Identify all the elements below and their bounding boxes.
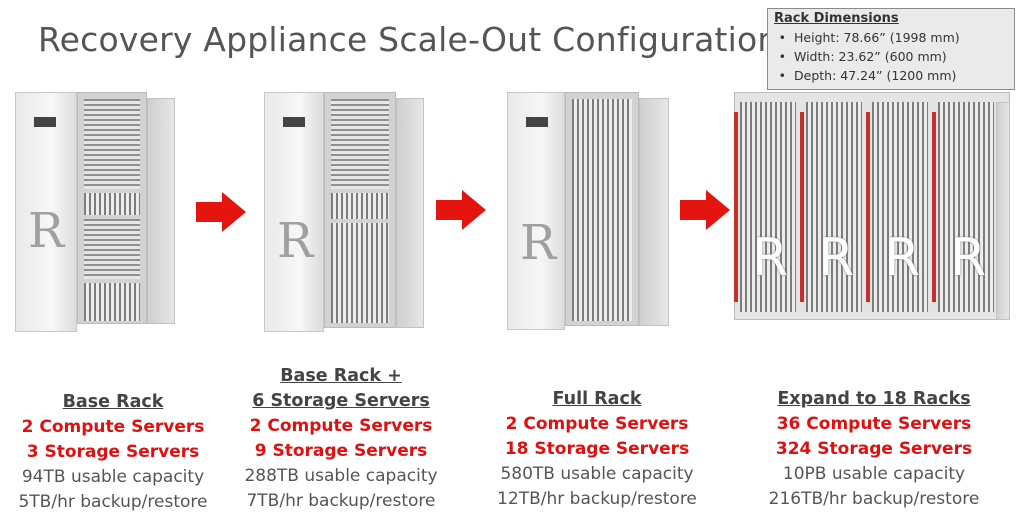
compute-servers: 2 Compute Servers	[505, 414, 689, 434]
usable-capacity: 94TB usable capacity	[21, 467, 205, 487]
config-heading: Full Rack	[552, 389, 642, 409]
usable-capacity: 288TB usable capacity	[244, 466, 438, 486]
compute-servers: 2 Compute Servers	[249, 416, 433, 436]
rack-dimensions-header: Rack Dimensions	[774, 11, 899, 26]
rack-dimensions-box: Rack Dimensions Height: 78.66” (1998 mm)…	[767, 8, 1015, 90]
right-arrow-icon	[196, 192, 246, 232]
dimension-width: Width: 23.62” (600 mm)	[794, 47, 1008, 66]
backup-restore-rate: 5TB/hr backup/restore	[18, 492, 208, 512]
backup-restore-rate: 216TB/hr backup/restore	[768, 489, 980, 509]
backup-restore-rate: 12TB/hr backup/restore	[497, 489, 697, 509]
base-rack-image: R	[15, 92, 175, 332]
config-base-rack-plus: Base Rack + 6 Storage Servers 2 Compute …	[228, 364, 454, 514]
rack-body	[324, 92, 396, 328]
config-heading: Base Rack +	[280, 366, 402, 386]
rack-door: R	[507, 92, 565, 330]
compute-servers: 36 Compute Servers	[776, 414, 972, 434]
rack-body	[77, 92, 147, 324]
usable-capacity: 580TB usable capacity	[500, 464, 694, 484]
config-base-rack: Base Rack 2 Compute Servers 3 Storage Se…	[0, 390, 226, 515]
rack-dimensions-list: Height: 78.66” (1998 mm) Width: 23.62” (…	[774, 28, 1008, 85]
rack-door: R	[15, 92, 77, 332]
dimension-height: Height: 78.66” (1998 mm)	[794, 28, 1008, 47]
config-full-rack: Full Rack 2 Compute Servers 18 Storage S…	[482, 387, 712, 512]
rack-door: R	[264, 92, 324, 332]
config-heading-line2: 6 Storage Servers	[252, 391, 430, 411]
right-arrow-icon	[680, 190, 730, 230]
storage-servers: 3 Storage Servers	[26, 442, 200, 462]
storage-servers: 324 Storage Servers	[775, 439, 973, 459]
rack-body	[565, 92, 639, 326]
page-title: Recovery Appliance Scale-Out Configurati…	[38, 20, 779, 59]
config-heading: Expand to 18 Racks	[777, 389, 971, 409]
base-rack-plus-image: R	[264, 92, 424, 332]
expanded-racks-image: R R R R	[734, 92, 1010, 320]
right-arrow-icon	[436, 190, 486, 230]
dimension-depth: Depth: 47.24” (1200 mm)	[794, 66, 1008, 85]
storage-servers: 9 Storage Servers	[254, 441, 428, 461]
storage-servers: 18 Storage Servers	[504, 439, 690, 459]
full-rack-image: R	[507, 92, 669, 330]
config-expand-18-racks: Expand to 18 Racks 36 Compute Servers 32…	[754, 387, 994, 512]
config-heading: Base Rack	[62, 392, 164, 412]
backup-restore-rate: 7TB/hr backup/restore	[246, 491, 436, 511]
compute-servers: 2 Compute Servers	[21, 417, 205, 437]
usable-capacity: 10PB usable capacity	[782, 464, 966, 484]
